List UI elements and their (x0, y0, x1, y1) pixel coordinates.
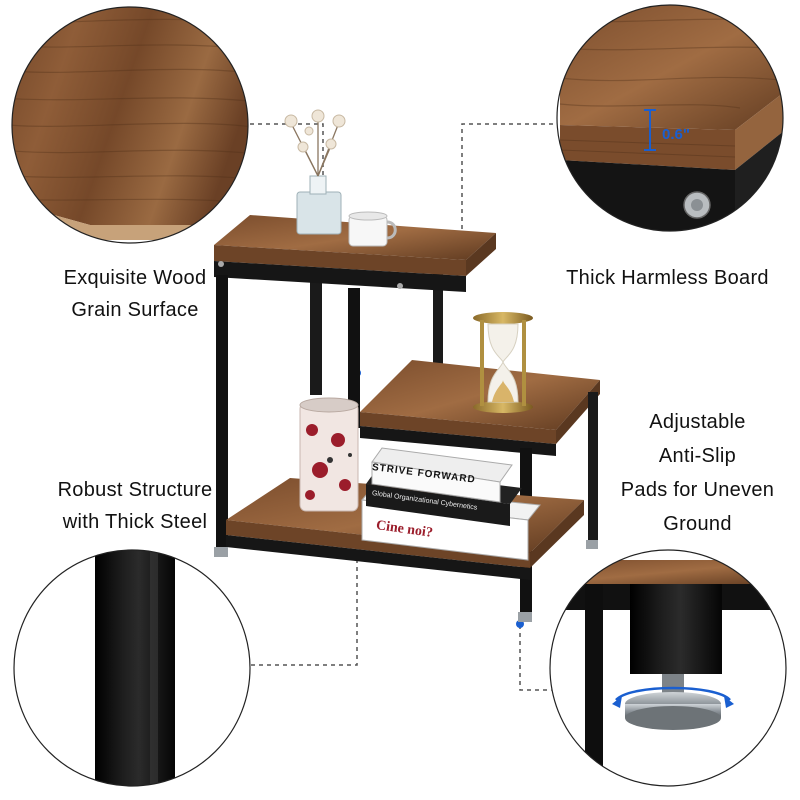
feature-pads-line2: Anti-Slip (658, 445, 737, 467)
feature-pads-line4: Ground (663, 513, 732, 535)
thick-board-closeup (557, 5, 783, 231)
feature-thick-board: Thick Harmless Board (540, 262, 795, 294)
feature-wood-grain-line1: Exquisite Wood (63, 267, 207, 289)
feature-pads-line3: Pads for Uneven (620, 479, 775, 501)
steel-leg-closeup (14, 550, 250, 786)
board-thickness-value: 0.6" (662, 126, 690, 143)
feature-adjustable-pads: Adjustable Anti-Slip Pads for Uneven Gro… (600, 405, 795, 541)
side-table (214, 109, 600, 622)
adjustable-pad-closeup (550, 550, 786, 786)
feature-pads-line1: Adjustable (649, 411, 746, 433)
book-stack (361, 447, 541, 561)
feature-wood-grain-line2: Grain Surface (71, 299, 199, 321)
feature-wood-grain: Exquisite Wood Grain Surface (10, 262, 260, 326)
feature-robust-line1: Robust Structure (57, 479, 213, 501)
feature-robust-line2: with Thick Steel (62, 511, 208, 533)
feature-thick-board-line1: Thick Harmless Board (566, 267, 769, 289)
feature-robust-structure: Robust Structure with Thick Steel (10, 474, 260, 538)
wood-grain-closeup (12, 7, 248, 243)
